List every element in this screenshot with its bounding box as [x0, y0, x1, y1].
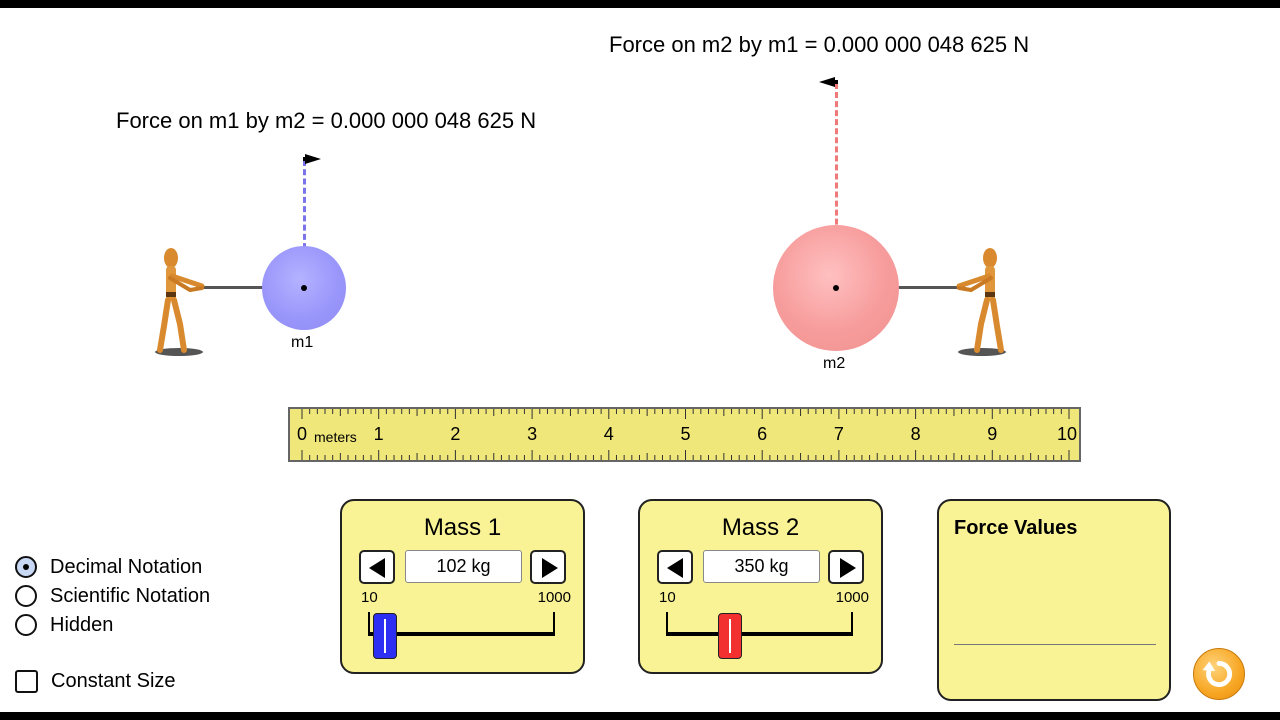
arrow-right-icon	[840, 558, 856, 578]
mass1-slider-max-tick	[553, 612, 555, 636]
distance-ruler[interactable]: 0 1 2 3 4 5 6 7 8 9 10 meters	[288, 407, 1081, 462]
reset-icon[interactable]	[1193, 648, 1245, 700]
ruler-label-8: 8	[910, 424, 921, 444]
radio-hidden[interactable]: Hidden	[15, 612, 113, 638]
mass1-decrease-button[interactable]	[359, 550, 395, 584]
mass2-title: Mass 2	[721, 514, 800, 541]
mass1-value-display: 102 kg	[405, 550, 522, 583]
mass2-value-display: 350 kg	[703, 550, 820, 583]
mass2-increase-button[interactable]	[828, 550, 864, 584]
radio-decimal-notation[interactable]: Decimal Notation	[15, 554, 202, 580]
mass2-slider-min-tick	[666, 612, 668, 636]
mass1-label: m1	[291, 334, 314, 351]
mass2-max-label: 1000	[835, 589, 869, 606]
ruler-label-5: 5	[680, 424, 691, 444]
force-on-m2-label: Force on m2 by m1 = 0.000 000 048 625 N	[609, 32, 1030, 57]
arrow-left-icon	[369, 558, 385, 578]
puller-figure-icon[interactable]	[152, 246, 208, 358]
ruler-label-7: 7	[833, 424, 844, 444]
constant-size-checkbox-row[interactable]: Constant Size	[15, 668, 176, 694]
arrow-left-icon	[667, 558, 683, 578]
simulation-stage: Force on m1 by m2 = 0.000 000 048 625 N …	[0, 8, 1280, 712]
mass2-slider-thumb[interactable]	[717, 613, 742, 659]
ruler-label-1: 1	[373, 424, 384, 444]
radio-scientific-notation[interactable]: Scientific Notation	[15, 583, 210, 609]
rope-right	[895, 286, 965, 289]
mass2-control-panel: Mass 2 350 kg 10 1000	[638, 499, 883, 674]
mass1-control-panel: Mass 1 102 kg 10 1000	[340, 499, 585, 674]
mass1-slider-min-tick	[368, 612, 370, 636]
ruler-ticks	[301, 409, 1070, 460]
mass2-center-dot	[833, 285, 839, 291]
force-arrow-m1-line	[303, 160, 306, 286]
arrow-right-icon	[542, 558, 558, 578]
ruler-label-3: 3	[527, 424, 538, 444]
force-arrow-m1-head	[305, 154, 321, 164]
mass2-label: m2	[823, 355, 846, 372]
mass2-slider-max-tick	[851, 612, 853, 636]
puller-figure-icon[interactable]	[953, 246, 1009, 358]
mass1-max-label: 1000	[537, 589, 571, 606]
ruler-label-4: 4	[603, 424, 614, 444]
force-arrow-m2-line	[835, 83, 838, 288]
force-arrow-m2-stem	[832, 80, 838, 84]
mass1-center-dot	[301, 285, 307, 291]
mass2-decrease-button[interactable]	[657, 550, 693, 584]
mass1-increase-button[interactable]	[530, 550, 566, 584]
mass1-slider-thumb[interactable]	[373, 613, 398, 659]
constant-size-checkbox[interactable]	[15, 669, 38, 693]
mass1-slider-track[interactable]	[368, 632, 554, 636]
mass1-title: Mass 1	[423, 514, 502, 541]
force-arrow-m2-head	[819, 77, 835, 87]
mass2-slider-track[interactable]	[666, 632, 852, 636]
force-values-divider	[954, 644, 1156, 645]
radio-button-icon[interactable]	[15, 556, 37, 578]
rope-left	[196, 286, 266, 289]
force-values-title: Force Values	[954, 517, 1078, 539]
mass1-min-label: 10	[361, 589, 378, 606]
ruler-label-2: 2	[450, 424, 461, 444]
mass2-min-label: 10	[659, 589, 676, 606]
radio-button-icon[interactable]	[15, 585, 37, 607]
ruler-unit-label: meters	[314, 429, 357, 445]
constant-size-label: Constant Size	[51, 669, 176, 692]
ruler-label-10: 10	[1056, 424, 1078, 444]
radio-decimal-label: Decimal Notation	[50, 555, 203, 578]
radio-scientific-label: Scientific Notation	[50, 584, 211, 607]
ruler-label-6: 6	[757, 424, 768, 444]
force-on-m1-label: Force on m1 by m2 = 0.000 000 048 625 N	[116, 108, 537, 133]
radio-hidden-label: Hidden	[50, 613, 114, 636]
ruler-label-0: 0	[296, 424, 308, 444]
radio-button-icon[interactable]	[15, 614, 37, 636]
ruler-label-9: 9	[987, 424, 998, 444]
force-values-panel: Force Values	[937, 499, 1171, 701]
